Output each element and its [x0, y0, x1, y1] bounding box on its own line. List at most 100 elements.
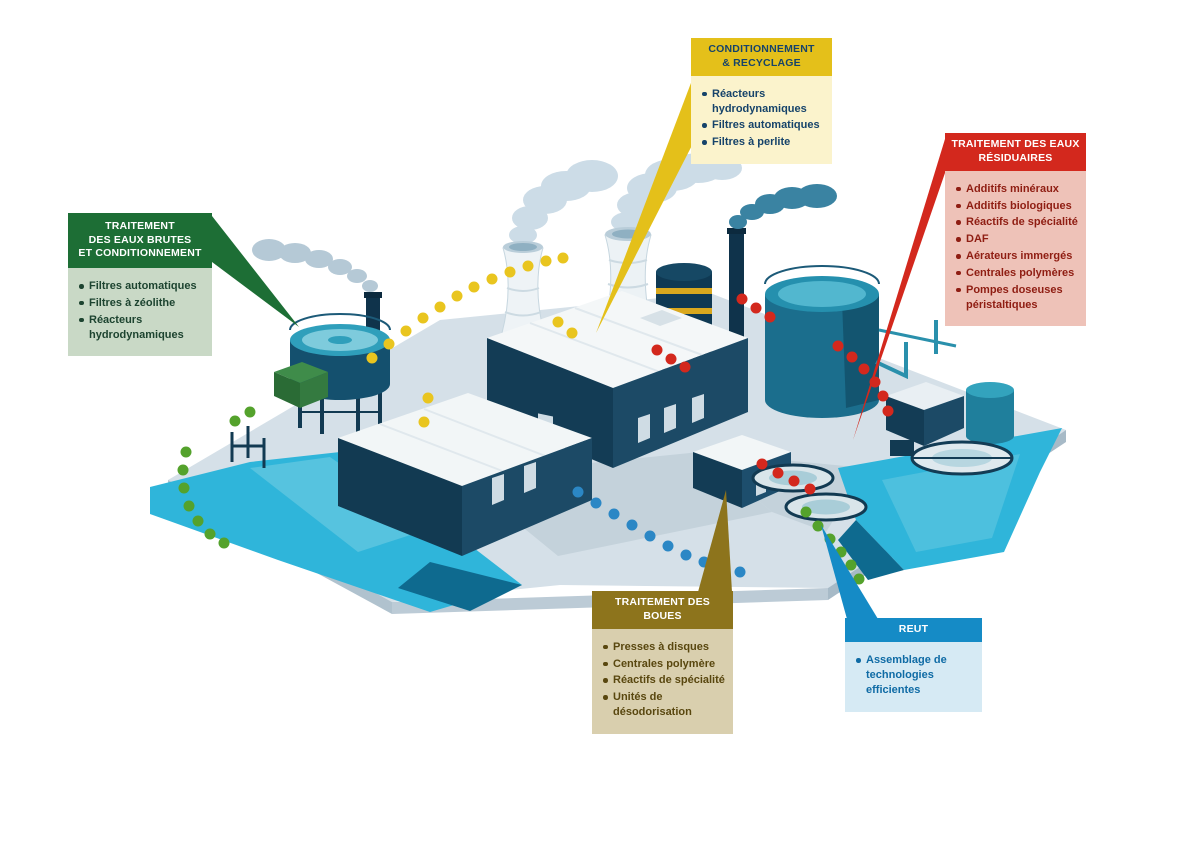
flow-dot [417, 312, 429, 324]
callout-item: Centrales polymères [955, 266, 1078, 281]
flow-dot [418, 416, 430, 428]
callout-item: Presses à disques [602, 640, 725, 655]
flow-dot [626, 519, 638, 531]
flow-dot [504, 266, 516, 278]
flow-dot [566, 327, 578, 339]
large-tank-right [764, 265, 957, 418]
pointer-reut [821, 525, 878, 619]
flow-dot [846, 351, 858, 363]
flow-dot [180, 446, 192, 458]
callout-traitement-eaux-residuaires-items: Additifs minéraux Additifs biologiques R… [945, 170, 1086, 327]
flow-dot [651, 344, 663, 356]
chimney-left [252, 239, 382, 352]
flow-dot [434, 301, 446, 313]
callout-reut-items: Assemblage de technologies efficientes [845, 642, 982, 712]
flow-dot [662, 540, 674, 552]
flow-dot [858, 363, 870, 375]
callout-item: DAF [955, 232, 1078, 247]
flow-dot [812, 520, 824, 532]
smoke-plume-right [729, 184, 837, 229]
pointer-raw-water [212, 216, 299, 327]
callout-traitement-eaux-residuaires: TRAITEMENT DES EAUX RÉSIDUAIRES Additifs… [945, 133, 1086, 327]
flow-dot [244, 406, 256, 418]
callout-item: Assemblage de technologies efficientes [855, 653, 974, 698]
callout-item: Filtres automatiques [78, 279, 204, 294]
callout-item: Réacteurs hydrodynamiques [701, 87, 824, 117]
flow-dot [804, 483, 816, 495]
callout-conditionnement-recyclage-items: Réacteurs hydrodynamiques Filtres automa… [691, 75, 832, 165]
callout-item: Filtres automatiques [701, 118, 824, 133]
treatment-units-right [875, 320, 1014, 476]
pointer-sludge [698, 490, 732, 592]
callout-traitement-des-boues: TRAITEMENT DES BOUES Presses à disques C… [592, 591, 733, 734]
flow-dot [679, 361, 691, 373]
callout-conditionnement-recyclage: CONDITIONNEMENT & RECYCLAGE Réacteurs hy… [691, 38, 832, 165]
flow-dot [772, 467, 784, 479]
flow-dot [572, 486, 584, 498]
flow-dot [540, 255, 552, 267]
flow-dot [750, 302, 762, 314]
flow-dot [665, 353, 677, 365]
flow-dot [764, 311, 776, 323]
flow-dot [451, 290, 463, 302]
callout-item: Filtres à perlite [701, 135, 824, 150]
green-equipment-box [274, 362, 328, 408]
flow-dot [422, 392, 434, 404]
flow-dot [734, 566, 746, 578]
callout-reut: REUT Assemblage de technologies efficien… [845, 618, 982, 712]
callout-traitement-eaux-residuaires-title: TRAITEMENT DES EAUX RÉSIDUAIRES [945, 133, 1086, 171]
flow-dot [177, 464, 189, 476]
flow-dot [557, 252, 569, 264]
flow-dot [736, 293, 748, 305]
flow-dot [882, 405, 894, 417]
flow-dot [680, 549, 692, 561]
callout-traitement-eaux-brutes: TRAITEMENT DES EAUX BRUTES ET CONDITIONN… [68, 213, 212, 357]
callout-reut-title: REUT [845, 618, 982, 642]
callout-traitement-des-boues-items: Presses à disques Centrales polymère Réa… [592, 628, 733, 734]
flow-dot [178, 482, 190, 494]
chimney-right [727, 184, 837, 338]
flow-dot [788, 475, 800, 487]
callout-item: Réactifs de spécialité [602, 673, 725, 688]
flow-dot [218, 537, 230, 549]
flow-dot [853, 573, 865, 585]
callout-item: Filtres à zéolithe [78, 296, 204, 311]
flow-dot [552, 316, 564, 328]
callout-item: Additifs minéraux [955, 182, 1078, 197]
callout-item: Pompes doseuses péristaltiques [955, 283, 1078, 313]
callout-traitement-eaux-brutes-items: Filtres automatiques Filtres à zéolithe … [68, 268, 212, 357]
flow-dot [756, 458, 768, 470]
callout-traitement-eaux-brutes-title: TRAITEMENT DES EAUX BRUTES ET CONDITIONN… [68, 213, 212, 268]
flow-dot [832, 340, 844, 352]
callout-item: Aérateurs immergés [955, 249, 1078, 264]
flow-dot [608, 508, 620, 520]
flow-dot [204, 528, 216, 540]
flow-dot [183, 500, 195, 512]
callout-item: Unités de désodorisation [602, 690, 725, 720]
building-left [338, 393, 592, 556]
callout-item: Centrales polymère [602, 657, 725, 672]
pointer-wastewater [853, 139, 945, 440]
flow-dot [229, 415, 241, 427]
flow-dot [400, 325, 412, 337]
cooling-tower-small [501, 241, 545, 334]
flow-dot [383, 338, 395, 350]
flow-dot [800, 506, 812, 518]
water-intake-structure [230, 426, 266, 468]
callout-traitement-des-boues-title: TRAITEMENT DES BOUES [592, 591, 733, 629]
flow-dot [877, 390, 889, 402]
flow-dot [644, 530, 656, 542]
flow-dot [192, 515, 204, 527]
flow-dot [366, 352, 378, 364]
callout-item: Réacteurs hydrodynamiques [78, 313, 204, 343]
flow-dot [522, 260, 534, 272]
flow-dot [590, 497, 602, 509]
callout-item: Réactifs de spécialité [955, 215, 1078, 230]
flow-dot [486, 273, 498, 285]
flow-dot [845, 559, 857, 571]
smoke-plume-left [252, 239, 378, 292]
callout-item: Additifs biologiques [955, 199, 1078, 214]
flow-dot [468, 281, 480, 293]
